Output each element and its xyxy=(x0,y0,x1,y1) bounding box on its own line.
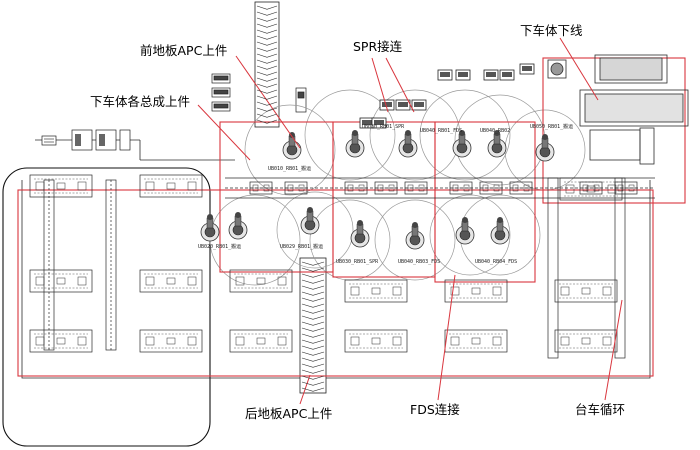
tag-ub040-bottom-b: UB040_RB04_FDS xyxy=(475,259,517,265)
label-underbody-offline: 下车体下线 xyxy=(520,23,583,38)
front-apc-chevrons xyxy=(256,5,278,124)
tag-ub020: UB020_RB01_搬运 xyxy=(198,243,241,250)
label-underbody-assembly: 下车体各总成上件 xyxy=(90,94,191,109)
lift-fixtures xyxy=(43,177,626,359)
tag-ub029: UB029_RB01_搬运 xyxy=(280,243,323,250)
apc-buffer-racks xyxy=(211,73,307,113)
tag-ub040-bottom-a: UB040_RB03_FDS xyxy=(398,259,440,265)
station-tags: UB010_RB01_搬运 UB020_RB01_搬运 UB029_RB01_搬… xyxy=(198,123,573,265)
tag-ub030-bottom: UB030_RB01_SPR xyxy=(336,259,379,265)
callout-leaders xyxy=(197,37,623,405)
tag-ub050: UB050_RB01_搬运 xyxy=(530,123,573,130)
label-front-floor-apc: 前地板APC上件 xyxy=(140,43,228,58)
label-fds: FDS连接 xyxy=(410,402,460,417)
tag-ub010: UB010_RB01_搬运 xyxy=(268,165,311,172)
label-trolley-loop: 台车循环 xyxy=(575,402,626,417)
label-rear-floor-apc: 后地板APC上件 xyxy=(245,406,333,421)
zone-trolley-loop xyxy=(17,189,654,377)
rear-apc-chevrons xyxy=(301,261,325,392)
tag-ub030-top: UB030_RB01_SPR xyxy=(362,124,405,130)
label-spr: SPR接连 xyxy=(353,39,403,54)
zone-fds xyxy=(434,121,536,283)
tag-ub040-top: UB040_RB01_FDS xyxy=(420,128,462,134)
front-floor-apc-conveyor xyxy=(254,1,280,128)
offline-lift-machine xyxy=(547,54,689,165)
station-fixtures xyxy=(249,181,638,195)
control-cabinets xyxy=(41,129,131,151)
tag-ub040-c: UB040_RB02 xyxy=(480,128,510,134)
trolley-loop-boundary xyxy=(2,167,211,447)
